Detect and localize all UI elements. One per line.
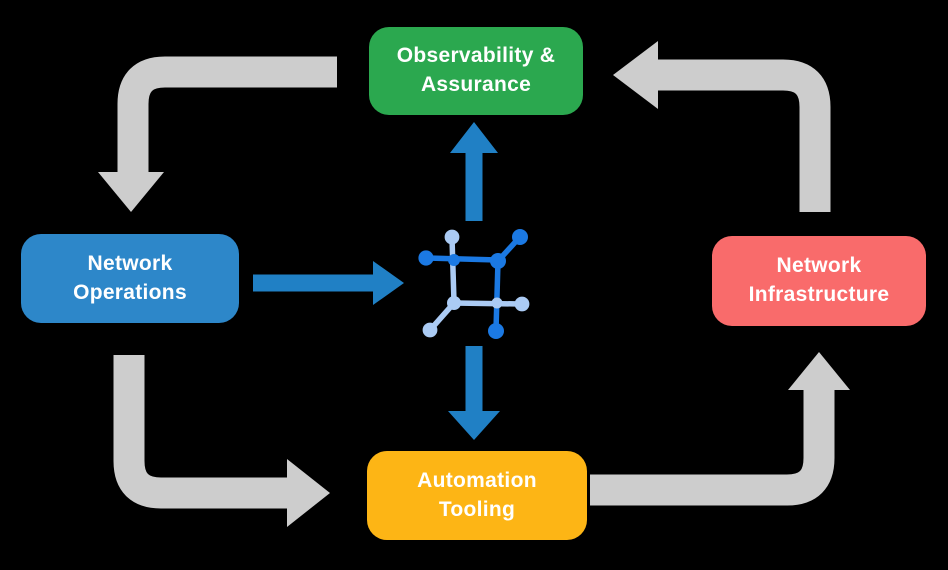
arrow-head bbox=[98, 172, 164, 212]
icon-bottom-edge bbox=[451, 300, 524, 307]
icon-top-edge bbox=[424, 255, 501, 263]
node-label: Observability & Assurance bbox=[396, 44, 556, 96]
icon-joint-bottom-right bbox=[491, 297, 503, 309]
network-automation-icon bbox=[418, 229, 530, 339]
arrow-center-to-observability bbox=[450, 122, 498, 221]
arrow-observability-to-operations bbox=[98, 56, 337, 212]
icon-right-edge bbox=[493, 258, 501, 333]
node-automation-tooling: Automation Tooling bbox=[367, 451, 587, 540]
arrow-operations-to-center bbox=[253, 261, 404, 305]
arrow-head bbox=[373, 261, 404, 305]
node-label: Network Infrastructure bbox=[748, 254, 890, 306]
arrow-shaft bbox=[117, 56, 337, 174]
node-label: Network Operations bbox=[73, 251, 187, 304]
icon-node-bottom bbox=[488, 323, 504, 339]
icon-joint-top-left bbox=[448, 254, 460, 266]
arrow-center-to-automation bbox=[448, 346, 500, 440]
icon-joint-top-right bbox=[490, 253, 506, 269]
arrow-operations-to-automation bbox=[113, 355, 330, 527]
arrow-infrastructure-to-observability bbox=[613, 41, 831, 212]
arrow-head bbox=[287, 459, 330, 527]
icon-node-top-right bbox=[512, 229, 528, 245]
arrow-head bbox=[448, 411, 500, 440]
arrow-shaft bbox=[113, 355, 289, 509]
icon-node-right bbox=[514, 296, 530, 312]
icon-node-bottom-left bbox=[422, 322, 438, 338]
arrow-shaft bbox=[656, 59, 831, 212]
node-network-operations: Network Operations bbox=[21, 234, 239, 323]
node-label: Automation Tooling bbox=[417, 468, 537, 521]
arrow-head bbox=[613, 41, 658, 109]
arrow-head bbox=[788, 352, 850, 390]
icon-node-left bbox=[418, 250, 434, 266]
arrow-head bbox=[450, 122, 498, 153]
icon-joint-bottom-left bbox=[447, 296, 461, 310]
icon-left-edge bbox=[449, 235, 457, 305]
node-observability-assurance: Observability & Assurance bbox=[369, 27, 583, 115]
arrow-automation-to-infrastructure bbox=[590, 352, 850, 506]
arrow-shaft bbox=[590, 388, 835, 506]
node-network-infrastructure: Network Infrastructure bbox=[712, 236, 926, 326]
icon-node-top bbox=[444, 229, 460, 245]
